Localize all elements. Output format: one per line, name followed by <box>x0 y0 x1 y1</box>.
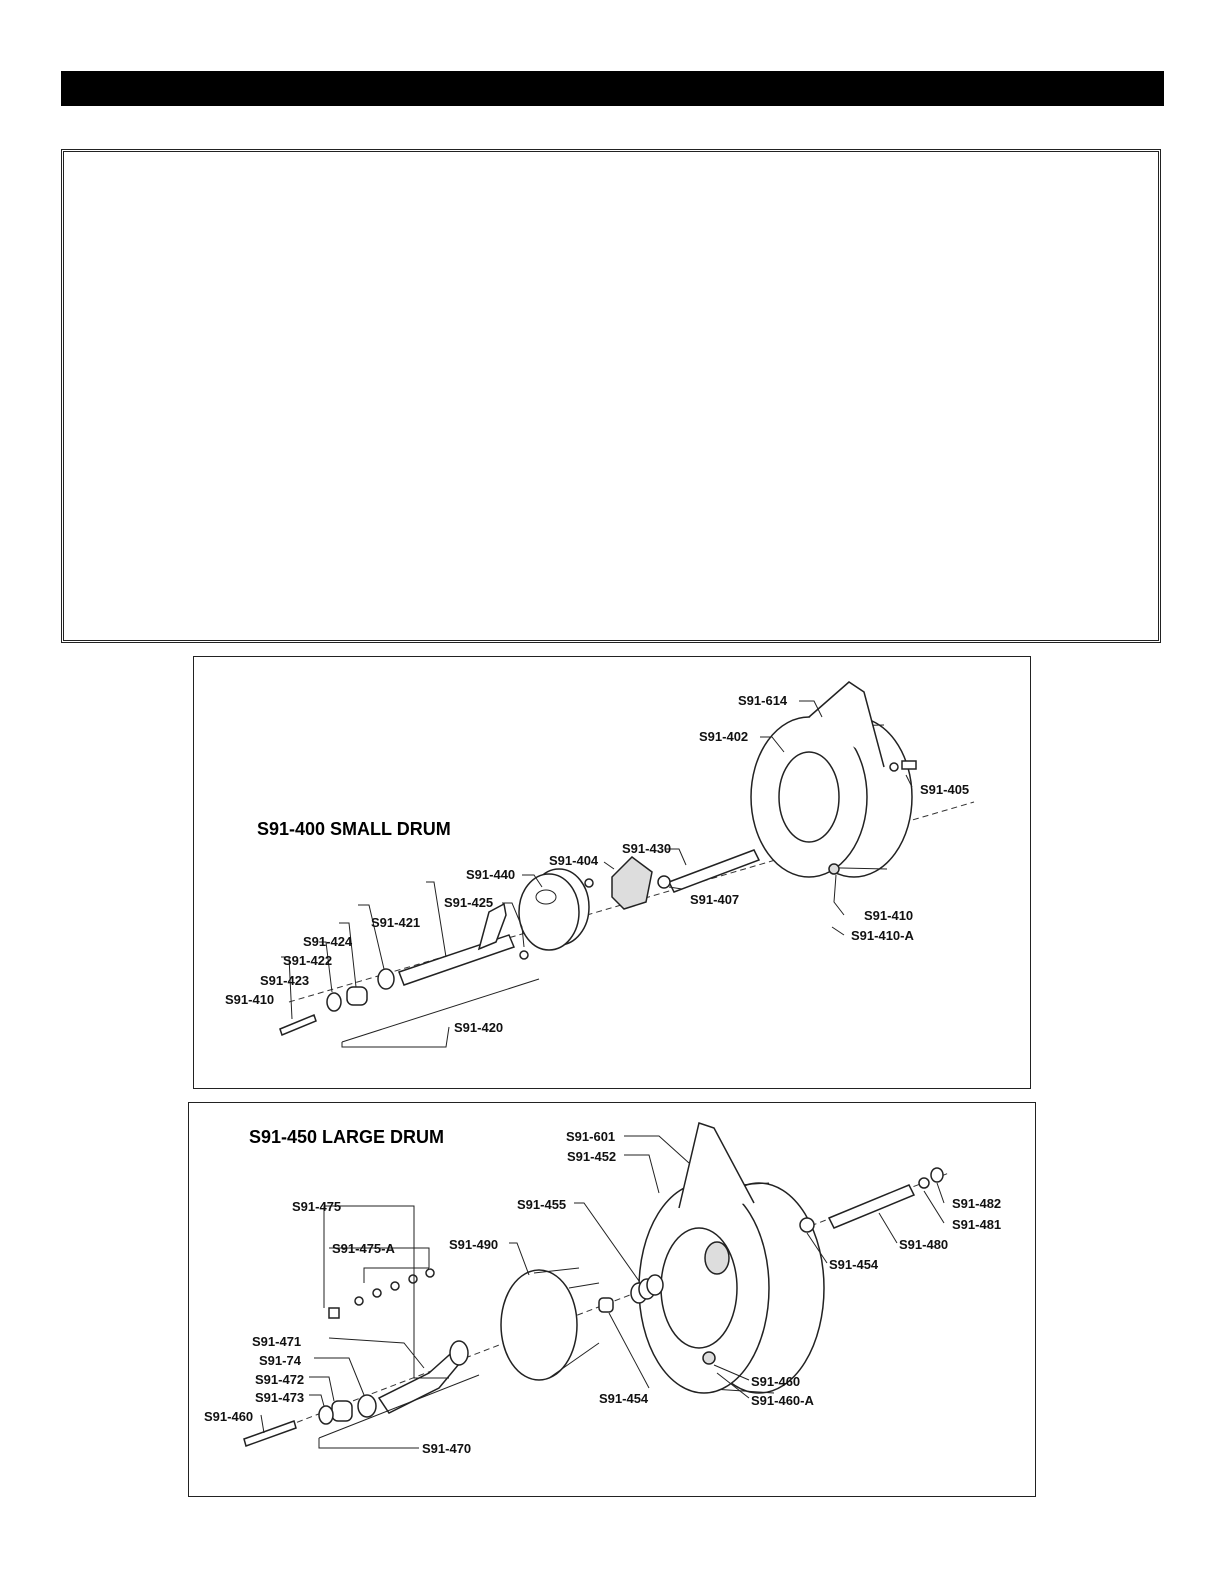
label-s91-423: S91-423 <box>260 973 309 988</box>
large-drum-body <box>638 1182 825 1394</box>
label-s91-460-screw: S91-460 <box>204 1409 253 1424</box>
large-drum-panel: S91-450 LARGE DRUM <box>188 1102 1036 1497</box>
large-cage-490 <box>500 1267 600 1381</box>
label-s91-425: S91-425 <box>444 895 493 910</box>
large-shaft-480 <box>827 1184 916 1229</box>
small-drum-panel: S91-400 SMALL DRUM <box>193 656 1031 1089</box>
label-s91-475-a: S91-475-A <box>332 1241 395 1256</box>
small-bolt-405 <box>889 760 917 772</box>
small-cup-440 <box>518 868 590 951</box>
large-belt <box>678 1122 755 1209</box>
label-s91-410-a: S91-410-A <box>851 928 914 943</box>
label-s91-471: S91-471 <box>252 1334 301 1349</box>
label-s91-482: S91-482 <box>952 1196 1001 1211</box>
small-screw-410 <box>279 1014 317 1036</box>
small-arm-421 <box>398 902 529 986</box>
label-s91-481: S91-481 <box>952 1217 1001 1232</box>
large-nut-482 <box>930 1167 944 1183</box>
label-s91-420: S91-420 <box>454 1020 503 1035</box>
label-s91-455: S91-455 <box>517 1197 566 1212</box>
small-washer-407 <box>657 875 671 889</box>
label-s91-480: S91-480 <box>899 1237 948 1252</box>
large-ring-74 <box>357 1394 377 1418</box>
label-s91-430: S91-430 <box>622 841 671 856</box>
label-s91-74: S91-74 <box>259 1353 302 1368</box>
label-s91-601: S91-601 <box>566 1129 615 1144</box>
label-s91-440: S91-440 <box>466 867 515 882</box>
label-s91-472: S91-472 <box>255 1372 304 1387</box>
label-s91-475: S91-475 <box>292 1199 341 1214</box>
large-bushing-472 <box>331 1400 353 1422</box>
label-s91-460-a: S91-460-A <box>751 1393 814 1408</box>
label-s91-452: S91-452 <box>567 1149 616 1164</box>
header-bar <box>61 71 1164 106</box>
label-s91-460: S91-460 <box>751 1374 800 1389</box>
large-hardware-475 <box>328 1268 435 1319</box>
small-bushing-422 <box>346 986 368 1006</box>
label-s91-470: S91-470 <box>422 1441 471 1456</box>
label-s91-402: S91-402 <box>699 729 748 744</box>
label-s91-454-rear: S91-454 <box>829 1257 879 1272</box>
large-bushing-454-rear <box>799 1217 815 1233</box>
label-s91-405: S91-405 <box>920 782 969 797</box>
small-drum-diagram: S91-400 SMALL DRUM <box>225 681 975 1048</box>
small-ring-423 <box>326 992 342 1012</box>
large-washer-481 <box>918 1177 930 1189</box>
label-s91-407: S91-407 <box>690 892 739 907</box>
small-shaft-430 <box>667 849 761 893</box>
small-drum-title: S91-400 SMALL DRUM <box>257 819 451 839</box>
small-hub-404 <box>584 856 653 910</box>
large-screw-460 <box>243 1420 297 1447</box>
large-drum-diagram: S91-450 LARGE DRUM <box>204 1122 1001 1456</box>
label-s91-410-screw: S91-410 <box>225 992 274 1007</box>
label-s91-410: S91-410 <box>864 908 913 923</box>
large-arm-eye <box>449 1340 469 1366</box>
large-drum-title: S91-450 LARGE DRUM <box>249 1127 444 1147</box>
large-spring-455 <box>630 1274 664 1304</box>
label-s91-404: S91-404 <box>549 853 599 868</box>
label-s91-424: S91-424 <box>303 934 353 949</box>
label-s91-454: S91-454 <box>599 1391 649 1406</box>
label-s91-422: S91-422 <box>283 953 332 968</box>
large-ring-473 <box>318 1405 334 1425</box>
label-s91-490: S91-490 <box>449 1237 498 1252</box>
small-ring-424 <box>377 968 395 990</box>
large-bushing-454 <box>598 1297 614 1313</box>
label-s91-473: S91-473 <box>255 1390 304 1405</box>
small-belt <box>808 681 885 768</box>
label-s91-421: S91-421 <box>371 915 420 930</box>
small-drum-body <box>750 716 913 878</box>
text-box <box>61 149 1161 643</box>
label-s91-614: S91-614 <box>738 693 788 708</box>
